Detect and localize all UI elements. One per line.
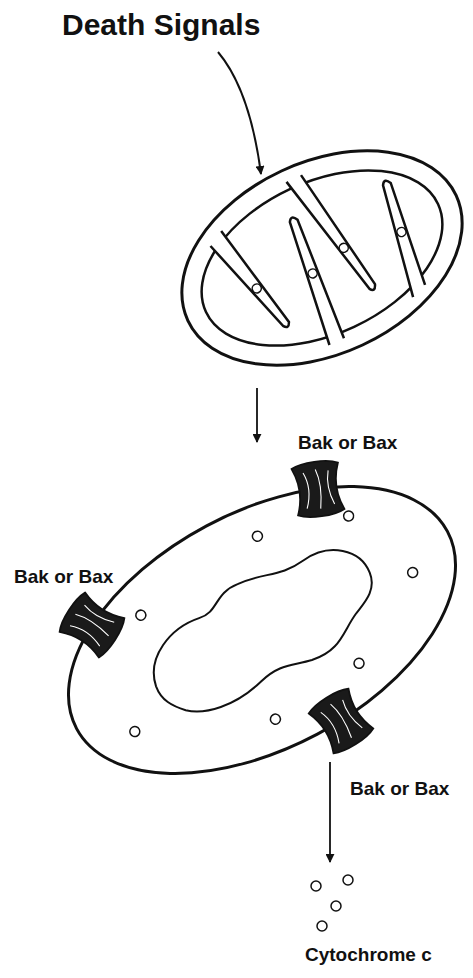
crista	[274, 216, 351, 345]
released-cytochrome-c	[311, 875, 353, 931]
cytochrome-c-dot	[251, 282, 263, 294]
title: Death Signals	[62, 8, 260, 43]
cytochrome-c-dot	[338, 242, 350, 254]
molecule-label: Cytochrome c	[305, 944, 432, 966]
intact-mitochondrion	[147, 108, 473, 407]
cytochrome-c-dot	[395, 226, 407, 238]
cytochrome-c-dot	[269, 712, 283, 726]
protein-label: Bak or Bax	[298, 432, 397, 454]
inner-membrane	[174, 135, 470, 381]
inner-membrane	[131, 526, 394, 731]
release-arrow	[329, 762, 331, 862]
crista	[207, 221, 291, 341]
cytochrome-c-dot	[406, 566, 420, 580]
swollen-mitochondrion	[21, 427, 473, 833]
cytochrome-c-dot	[342, 509, 356, 523]
protein-label: Bak or Bax	[350, 778, 449, 800]
pore-symbol	[291, 459, 345, 520]
outer-membrane	[21, 427, 473, 833]
cytochrome-c-dot	[307, 267, 319, 279]
signal-arrow	[218, 52, 261, 174]
pore-symbol	[56, 590, 128, 659]
outer-membrane	[147, 108, 473, 407]
pore-symbol	[307, 685, 376, 756]
cytochrome-c-dot	[128, 725, 142, 739]
cytochrome-c-dot	[352, 657, 366, 671]
crista	[364, 179, 439, 297]
step-arrow	[256, 388, 258, 442]
cytochrome-c-dot	[134, 608, 148, 622]
protein-label: Bak or Bax	[14, 566, 113, 588]
cytochrome-c-dot	[251, 529, 265, 543]
